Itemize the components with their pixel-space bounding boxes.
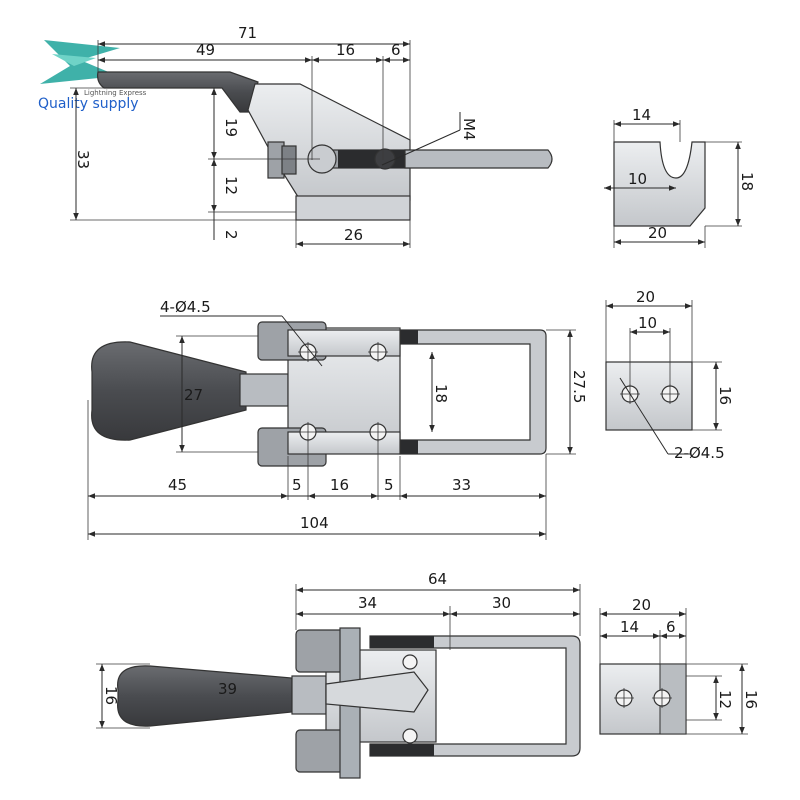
dim-10-mid-detail: 10: [638, 314, 657, 332]
dim-20-bot-detail: 20: [632, 596, 651, 614]
dim-104: 104: [300, 514, 329, 532]
dim-33-mid: 33: [452, 476, 471, 494]
dim-27: 27: [184, 386, 203, 404]
dim-64: 64: [428, 570, 447, 588]
dim-6: 6: [391, 41, 401, 59]
dim-20: 20: [648, 224, 667, 242]
dim-2: 2: [222, 230, 240, 240]
dim-6-bot-detail: 6: [666, 618, 676, 636]
dim-16-bot-detail: 16: [742, 690, 760, 709]
dim-16-bot: 16: [102, 686, 120, 705]
dim-39: 39: [218, 680, 237, 698]
dim-30: 30: [492, 594, 511, 612]
bottom-detail-plate: 20 14 6 12 16: [599, 596, 760, 735]
dim-16-mid: 16: [330, 476, 349, 494]
dim-45: 45: [168, 476, 187, 494]
dim-34: 34: [358, 594, 377, 612]
thread-note: M4: [460, 118, 478, 141]
dim-18-mid: 18: [432, 384, 450, 403]
dim-18: 18: [738, 172, 756, 191]
holes-note-4: 4-Ø4.5: [160, 298, 211, 316]
middle-view-dims: 4-Ø4.5 27 18 27.5 45 5 16 5 33 104: [87, 298, 588, 540]
dim-20-mid-detail: 20: [636, 288, 655, 306]
dim-71: 71: [238, 24, 257, 42]
dim-33: 33: [74, 150, 92, 169]
dim-26: 26: [344, 226, 363, 244]
dim-5b: 5: [384, 476, 394, 494]
dim-49: 49: [196, 41, 215, 59]
dim-27-5: 27.5: [570, 370, 588, 403]
dim-14-bot-detail: 14: [620, 618, 639, 636]
bottom-view-part: [117, 627, 581, 779]
top-view-part: [97, 71, 553, 221]
holes-note-2: 2-Ø4.5: [674, 444, 725, 462]
dim-19: 19: [222, 118, 240, 137]
middle-detail-plate: 20 10 16 2-Ø4.5: [605, 288, 734, 462]
bottom-view-dims: 64 34 30 16 39: [96, 570, 581, 729]
dim-12-bot-detail: 12: [716, 690, 734, 709]
dim-5a: 5: [292, 476, 302, 494]
dim-14: 14: [632, 106, 651, 124]
top-view-dims: 71 49 16 6 33 19 12 2 26 M4: [70, 24, 478, 248]
dim-16: 16: [336, 41, 355, 59]
brand-logo: Lightning Express Quality supply: [38, 40, 147, 112]
logo-tagline: Lightning Express: [84, 89, 147, 97]
dim-16-mid-detail: 16: [716, 386, 734, 405]
dim-12: 12: [222, 176, 240, 195]
middle-view-part: [91, 321, 547, 467]
dim-10: 10: [628, 170, 647, 188]
logo-caption: Quality supply: [38, 96, 139, 112]
top-detail-bracket: 14 10 18 20: [604, 106, 756, 248]
